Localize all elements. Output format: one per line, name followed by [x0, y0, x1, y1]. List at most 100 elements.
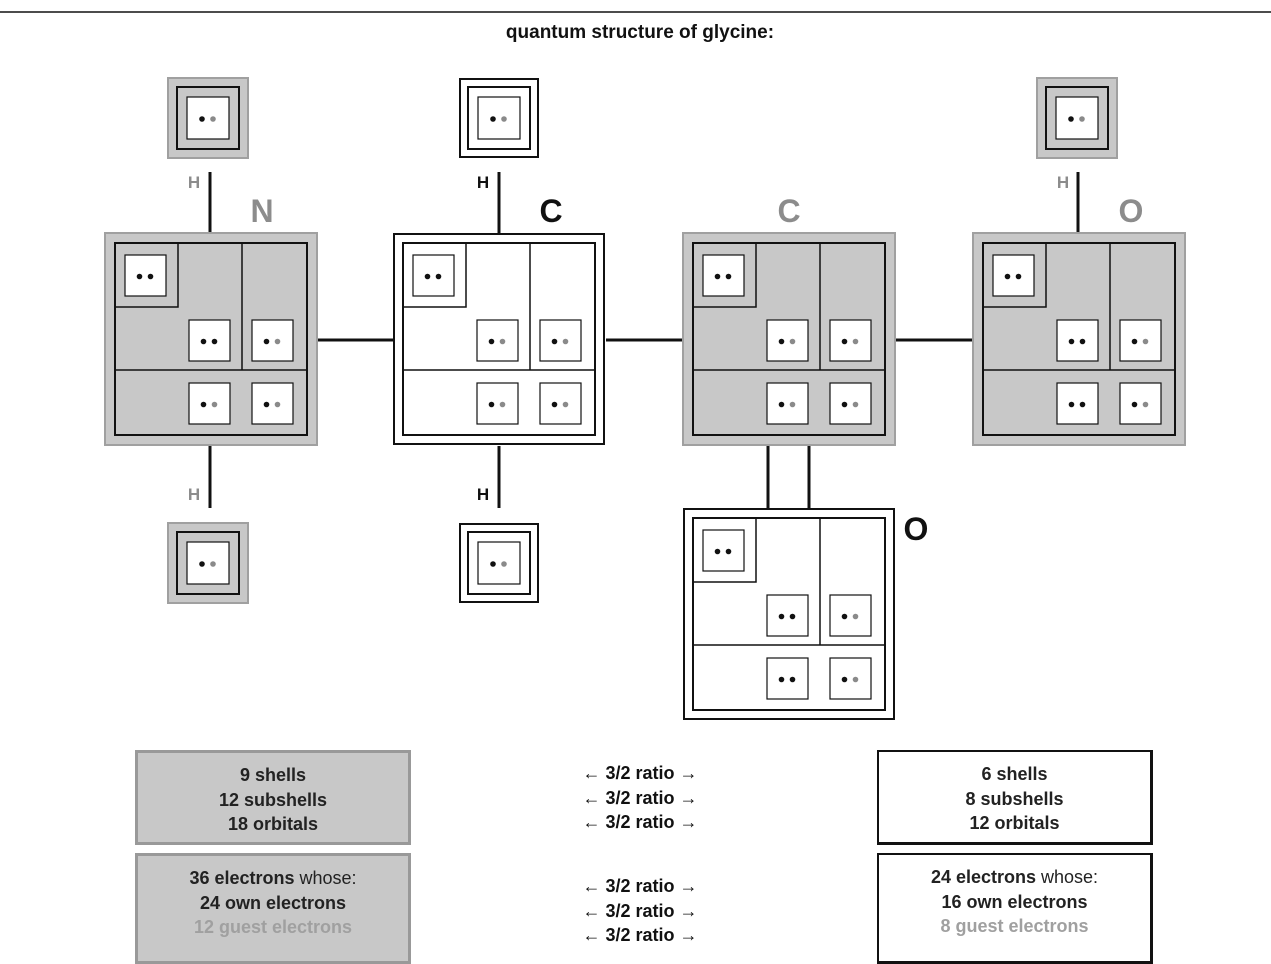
own-electron — [1004, 273, 1011, 280]
ratio-label: 3/2 ratio — [605, 763, 675, 783]
left-electron-summary: 36 electrons whose: 24 own electrons 12 … — [135, 853, 411, 964]
guest-electron — [789, 338, 796, 345]
own-electron — [841, 401, 848, 408]
orbital — [766, 594, 809, 637]
guest-electron — [1142, 401, 1149, 408]
guest-electron — [211, 401, 218, 408]
atom-label: C — [539, 193, 562, 229]
orbital — [829, 382, 872, 425]
own-electron — [1068, 338, 1075, 345]
atom-c1: C — [393, 193, 605, 445]
orbital — [539, 319, 582, 362]
orbital — [477, 541, 521, 585]
ratio-row: ← 3/2 ratio → — [582, 876, 698, 896]
left-shells: 9 shells — [239, 765, 307, 785]
guest-electron — [562, 401, 569, 408]
left-orbitals: 18 orbitals — [227, 814, 319, 834]
atom-o2: O — [683, 508, 929, 720]
own-electron — [789, 676, 796, 683]
ratio-label: 3/2 ratio — [605, 812, 675, 832]
right-electron-count-line: 24 electrons whose: — [879, 865, 1150, 890]
orbital — [539, 382, 582, 425]
own-electron — [1079, 338, 1086, 345]
shell-1 — [693, 243, 757, 308]
own-electron — [424, 273, 431, 280]
atom-o1: O — [972, 193, 1186, 446]
own-electron — [488, 338, 495, 345]
right-own-electrons: 16 own electrons — [941, 891, 1088, 912]
shell-1 — [115, 243, 179, 308]
own-electron — [789, 613, 796, 620]
shell-1 — [403, 243, 467, 308]
shell-1 — [983, 243, 1047, 308]
right-subshells: 8 subshells — [965, 788, 1064, 809]
own-electron — [778, 338, 785, 345]
atom-label: O — [904, 511, 929, 547]
own-electron — [488, 401, 495, 408]
ratio-label: 3/2 ratio — [605, 787, 675, 808]
guest-electron — [501, 561, 507, 567]
hydrogen-h1: H — [167, 77, 249, 192]
orbital — [1119, 319, 1162, 362]
ratio-label: 3/2 ratio — [605, 925, 675, 945]
guest-electron — [210, 116, 216, 122]
right-electron-summary: 24 electrons whose: 16 own electrons 8 g… — [877, 853, 1153, 964]
own-electron — [1079, 401, 1086, 408]
orbital — [702, 254, 745, 297]
orbital — [829, 657, 872, 700]
orbital — [829, 594, 872, 637]
right-guest-electrons: 8 guest electrons — [940, 916, 1089, 936]
left-electron-count-line: 36 electrons whose: — [138, 866, 408, 891]
orbital — [702, 529, 745, 572]
right-electron-count: 24 electrons — [930, 867, 1036, 887]
shell-1 — [693, 518, 757, 583]
guest-electron — [562, 338, 569, 345]
ratio-row: ← 3/2 ratio → — [582, 900, 698, 921]
guest-electron — [789, 401, 796, 408]
hydrogen-label: H — [188, 173, 200, 192]
orbital — [477, 96, 521, 140]
own-electron — [551, 401, 558, 408]
left-whose: whose: — [299, 868, 357, 888]
bonds — [208, 172, 1080, 509]
orbital — [251, 319, 294, 362]
own-electron — [1068, 401, 1075, 408]
own-electron — [841, 338, 848, 345]
hydrogen-h5: H — [1036, 77, 1118, 192]
guest-electron — [852, 401, 859, 408]
own-electron — [841, 613, 848, 620]
orbital — [1056, 319, 1099, 362]
own-electron — [200, 338, 207, 345]
hydrogen-h3: H — [459, 78, 539, 192]
guest-electron — [499, 338, 506, 345]
own-electron — [1131, 338, 1138, 345]
own-electron — [136, 273, 143, 280]
own-electron — [551, 338, 558, 345]
atom-n: N — [104, 193, 318, 446]
orbital — [992, 254, 1035, 297]
guest-electron — [852, 613, 859, 620]
own-electron — [490, 561, 496, 567]
own-electron — [725, 273, 732, 280]
hydrogen-h2: H — [167, 485, 249, 604]
own-electron — [263, 401, 270, 408]
own-electron — [841, 676, 848, 683]
guest-electron — [274, 401, 281, 408]
own-electron — [211, 338, 218, 345]
atom-c2: C — [682, 193, 896, 446]
own-electron — [778, 613, 785, 620]
right-shells: 6 shells — [981, 764, 1048, 784]
orbital — [124, 254, 167, 297]
structure-ratios: ← 3/2 ratio → ← 3/2 ratio → ← 3/2 ratio … — [510, 761, 770, 835]
own-electron — [778, 401, 785, 408]
guest-electron — [1079, 116, 1085, 122]
own-electron — [714, 548, 721, 555]
orbital — [186, 541, 230, 585]
orbital — [1055, 96, 1099, 140]
guest-electron — [852, 338, 859, 345]
ratio-row: ← 3/2 ratio → — [582, 812, 698, 832]
own-electron — [1068, 116, 1074, 122]
left-structure-summary: 9 shells 12 subshells 18 orbitals — [135, 750, 411, 845]
